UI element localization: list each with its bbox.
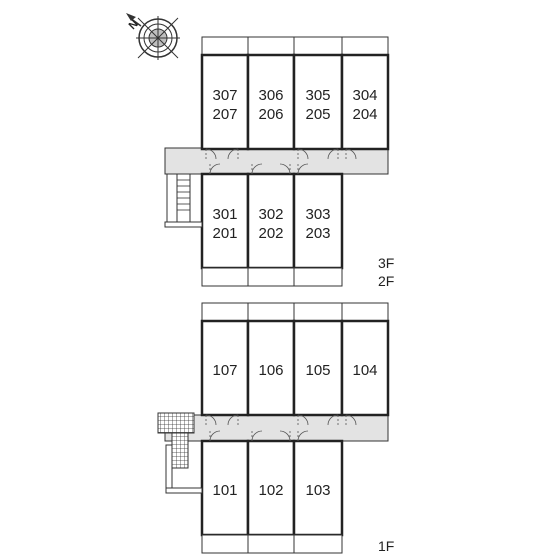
- unit-label-203: 203: [305, 225, 330, 242]
- unit-label-206: 206: [258, 106, 283, 123]
- unit-label-306: 306: [258, 87, 283, 104]
- unit-label-204: 204: [352, 106, 377, 123]
- unit-room: [340, 53, 390, 151]
- unit-room: [292, 53, 344, 151]
- unit-label-303: 303: [305, 206, 330, 223]
- balcony-strip-bottom: [201, 267, 343, 287]
- unit-room: [200, 439, 250, 537]
- unit-label-301: 301: [212, 206, 237, 223]
- door-swings-upper: [205, 148, 357, 175]
- unit-label-202: 202: [258, 225, 283, 242]
- upper-floor-plan: 307 207 306 206 305 205 304 204 301 201 …: [164, 36, 394, 289]
- compass-rose-icon: N: [126, 13, 180, 60]
- unit-room: [246, 172, 296, 270]
- floor-label-3f: 3F: [378, 255, 394, 271]
- unit-room: [200, 319, 250, 417]
- north-arrow-icon: [126, 13, 136, 21]
- floor-label-1f: 1F: [378, 538, 394, 554]
- unit-label-104: 104: [352, 362, 377, 379]
- unit-room: [246, 53, 296, 151]
- floor-label-2f: 2F: [378, 273, 394, 289]
- unit-room: [292, 319, 344, 417]
- door-swings-ground: [205, 414, 357, 442]
- unit-label-207: 207: [212, 106, 237, 123]
- unit-room: [340, 319, 390, 417]
- corridor-upper: [164, 147, 389, 175]
- unit-room: [200, 172, 250, 270]
- unit-room: [292, 439, 344, 537]
- unit-label-106: 106: [258, 362, 283, 379]
- balcony-strip-top: [201, 302, 389, 322]
- unit-label-201: 201: [212, 225, 237, 242]
- unit-label-302: 302: [258, 206, 283, 223]
- unit-label-305: 305: [305, 87, 330, 104]
- staircase-icon: [164, 173, 203, 228]
- ground-floor-plan: 107 106 105 104 101 102 103 1F: [157, 302, 394, 554]
- unit-label-101: 101: [212, 482, 237, 499]
- unit-label-103: 103: [305, 482, 330, 499]
- unit-label-304: 304: [352, 87, 377, 104]
- balcony-strip-bottom: [201, 534, 343, 554]
- corridor-ground: [164, 414, 389, 442]
- unit-label-105: 105: [305, 362, 330, 379]
- unit-label-102: 102: [258, 482, 283, 499]
- unit-label-307: 307: [212, 87, 237, 104]
- unit-label-107: 107: [212, 362, 237, 379]
- unit-room: [246, 319, 296, 417]
- balcony-strip-top: [201, 36, 389, 56]
- compass-north-label: N: [127, 18, 141, 32]
- staircase-grid-icon: [157, 412, 203, 494]
- unit-label-205: 205: [305, 106, 330, 123]
